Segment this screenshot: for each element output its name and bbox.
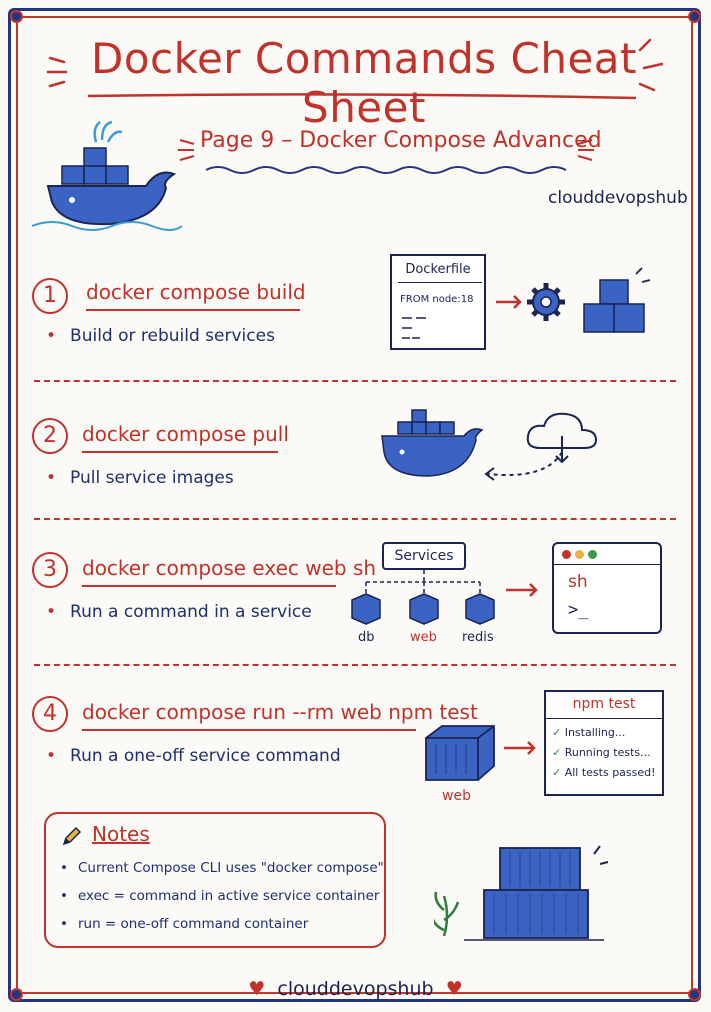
services-tree: [351, 570, 495, 625]
pull-illustration: [381, 409, 598, 481]
service-name: db: [358, 630, 375, 645]
pencil-icon: [62, 826, 82, 846]
command-description: Run a one-off service command: [46, 746, 341, 766]
docker-whale-icon: [381, 409, 484, 477]
terminal-prompt: >_: [568, 600, 589, 620]
container-label: web: [442, 788, 471, 804]
heart-icon: ♥: [248, 978, 266, 1000]
section-number: 4: [32, 696, 68, 732]
notes-box: [44, 812, 386, 948]
terminal-text: sh: [568, 572, 588, 592]
corner-dot: [10, 988, 23, 1001]
test-step: ✓ Running tests...: [552, 746, 651, 759]
title-decoration: [46, 38, 664, 100]
service-name: web: [410, 630, 437, 645]
command-underline: [82, 451, 278, 453]
test-output-panel: npm test ✓ Installing... ✓ Running tests…: [544, 690, 664, 796]
section-divider: [34, 664, 676, 666]
page-border-outer: [8, 8, 701, 1002]
command-underline: [82, 585, 336, 587]
service-name: redis: [462, 630, 494, 645]
arrow-icon: [504, 741, 536, 755]
docker-whale-icon: [31, 120, 183, 231]
footer-brand-text: clouddevopshub: [277, 978, 434, 1000]
terminal-window: sh >_: [552, 542, 662, 634]
services-box: Services: [382, 542, 466, 570]
note-item: run = one-off command container: [60, 916, 308, 932]
section-number: 3: [32, 552, 68, 588]
section-number: 1: [32, 278, 68, 314]
page-title: Docker Commands Cheat Sheet: [91, 34, 637, 132]
command-description: Run a command in a service: [46, 602, 312, 622]
command-underline: [86, 309, 300, 311]
notes-title: Notes: [92, 822, 150, 846]
section-divider: [34, 518, 676, 520]
command-title: docker compose exec web sh: [82, 556, 377, 580]
container-icon: [425, 725, 495, 781]
dockerfile-card: Dockerfile FROM node:18: [390, 254, 486, 350]
command-description: Pull service images: [46, 468, 234, 488]
command-title: docker compose pull: [82, 422, 289, 446]
page-subtitle: Page 9 – Docker Compose Advanced: [200, 128, 602, 153]
panel-title: npm test: [572, 696, 636, 712]
corner-dot: [10, 10, 23, 23]
command-description: Build or rebuild services: [46, 326, 275, 346]
containers-icon: [583, 279, 645, 333]
build-illustration: [496, 267, 651, 333]
footer-brand: ♥ clouddevopshub ♥: [0, 978, 711, 1000]
command-underline: [82, 729, 416, 731]
page-border-inner: [16, 16, 693, 994]
command-title: docker compose run --rm web npm test: [82, 700, 478, 724]
brand-label: clouddevopshub: [548, 188, 688, 208]
note-item: exec = command in active service contain…: [60, 888, 379, 904]
subtitle-decoration: [178, 139, 594, 174]
test-step: ✓ Installing...: [552, 726, 626, 739]
gear-icon: [527, 283, 565, 321]
test-step: ✓ All tests passed!: [552, 766, 656, 779]
corner-dot: [688, 10, 701, 23]
dockerfile-title: Dockerfile: [405, 262, 471, 277]
command-title: docker compose build: [86, 280, 306, 304]
section-divider: [34, 380, 676, 382]
stacked-containers-icon: [434, 845, 609, 941]
corner-dot: [688, 988, 701, 1001]
heart-icon: ♥: [445, 978, 463, 1000]
section-number: 2: [32, 418, 68, 454]
dockerfile-line: FROM node:18: [400, 294, 474, 305]
arrow-icon: [506, 583, 538, 597]
note-item: Current Compose CLI uses "docker compose…: [60, 860, 384, 876]
cloud-download-icon: [526, 412, 598, 464]
